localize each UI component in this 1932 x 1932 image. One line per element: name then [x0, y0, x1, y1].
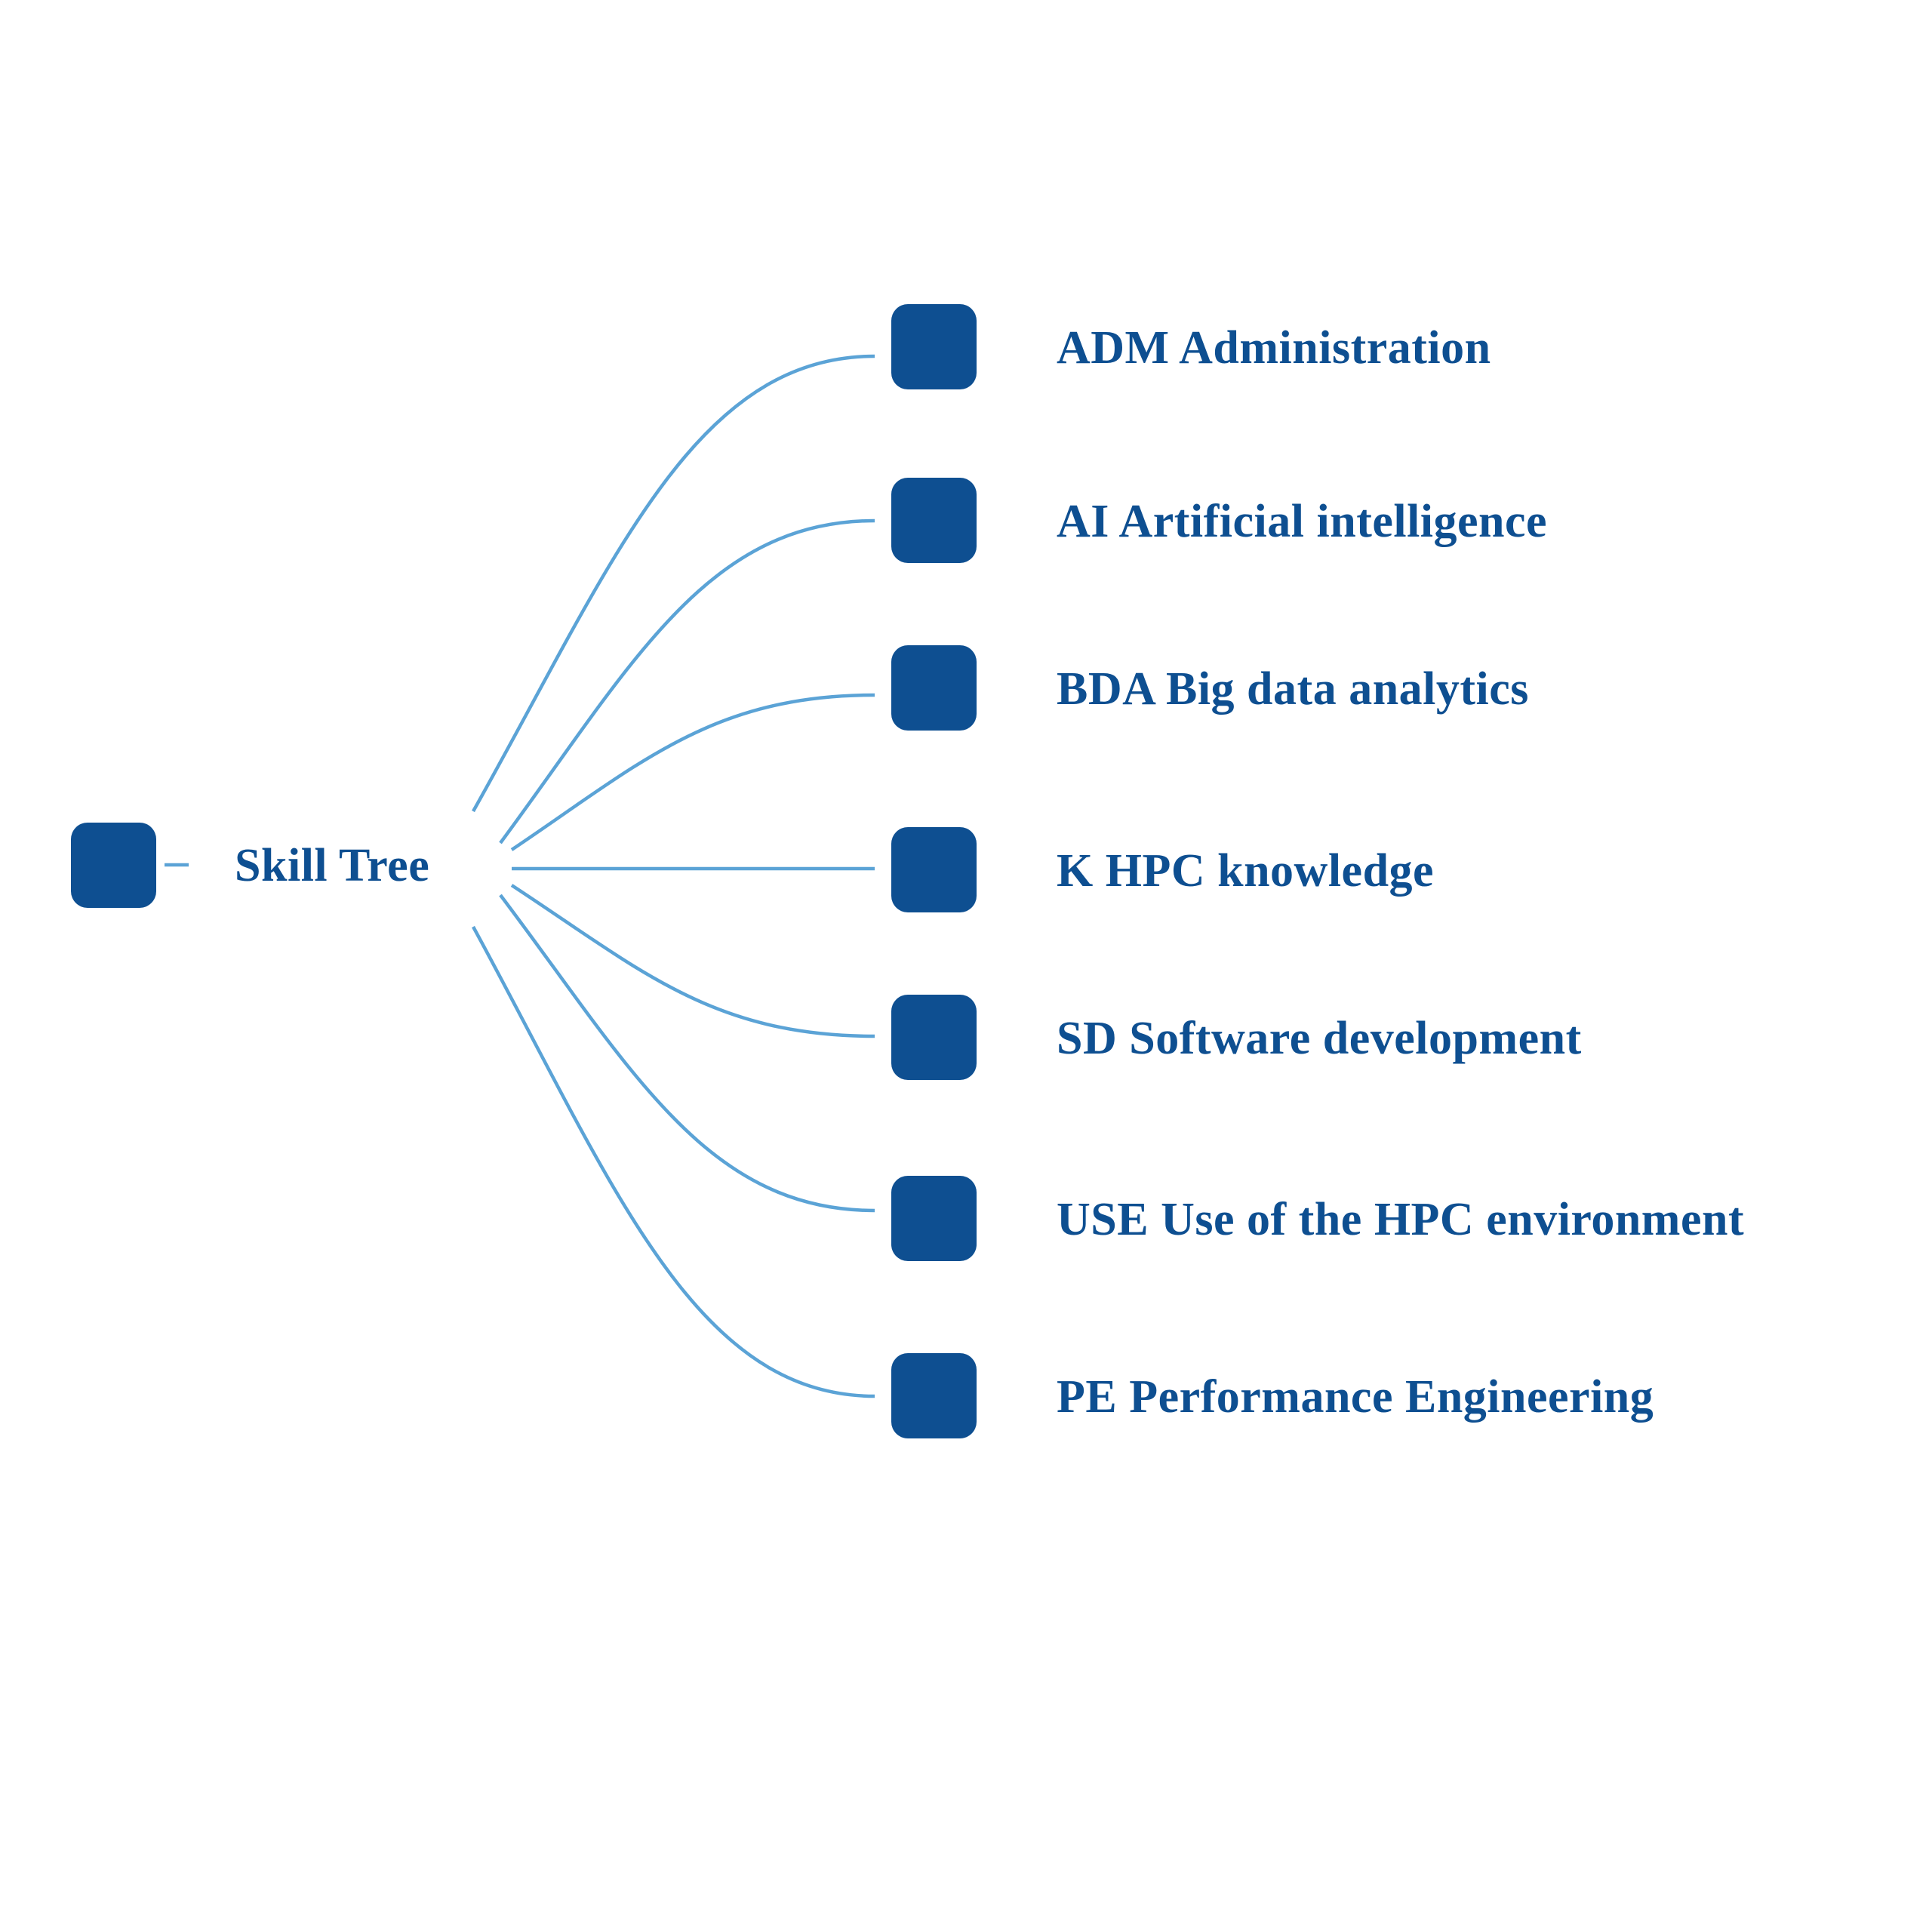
- node-k[interactable]: [891, 826, 977, 912]
- label-adm: ADM Administration: [1057, 322, 1491, 374]
- label-use: USE Use of the HPC environment: [1057, 1194, 1745, 1245]
- edge-ai: [499, 518, 875, 844]
- label-k: K HPC knowledge: [1057, 845, 1435, 897]
- edge-sd: [510, 884, 875, 1038]
- node-pe[interactable]: [891, 1352, 977, 1438]
- node-ai[interactable]: [891, 477, 977, 563]
- node-sd[interactable]: [891, 994, 977, 1080]
- label-bda: BDA Big data analytics: [1057, 663, 1529, 715]
- node-adm[interactable]: [891, 303, 977, 389]
- edge-bda: [510, 693, 875, 851]
- edge-use: [499, 894, 875, 1213]
- label-sd: SD Software development: [1057, 1013, 1582, 1064]
- label-ai: AI Artificial intelligence: [1057, 496, 1548, 547]
- edge-adm: [472, 354, 875, 813]
- root-label: Skill Tree: [235, 840, 430, 891]
- root-node[interactable]: [71, 822, 156, 908]
- node-bda[interactable]: [891, 645, 977, 731]
- node-use[interactable]: [891, 1175, 977, 1261]
- label-pe: PE Performance Engineering: [1057, 1371, 1654, 1423]
- edge-pe: [472, 925, 875, 1398]
